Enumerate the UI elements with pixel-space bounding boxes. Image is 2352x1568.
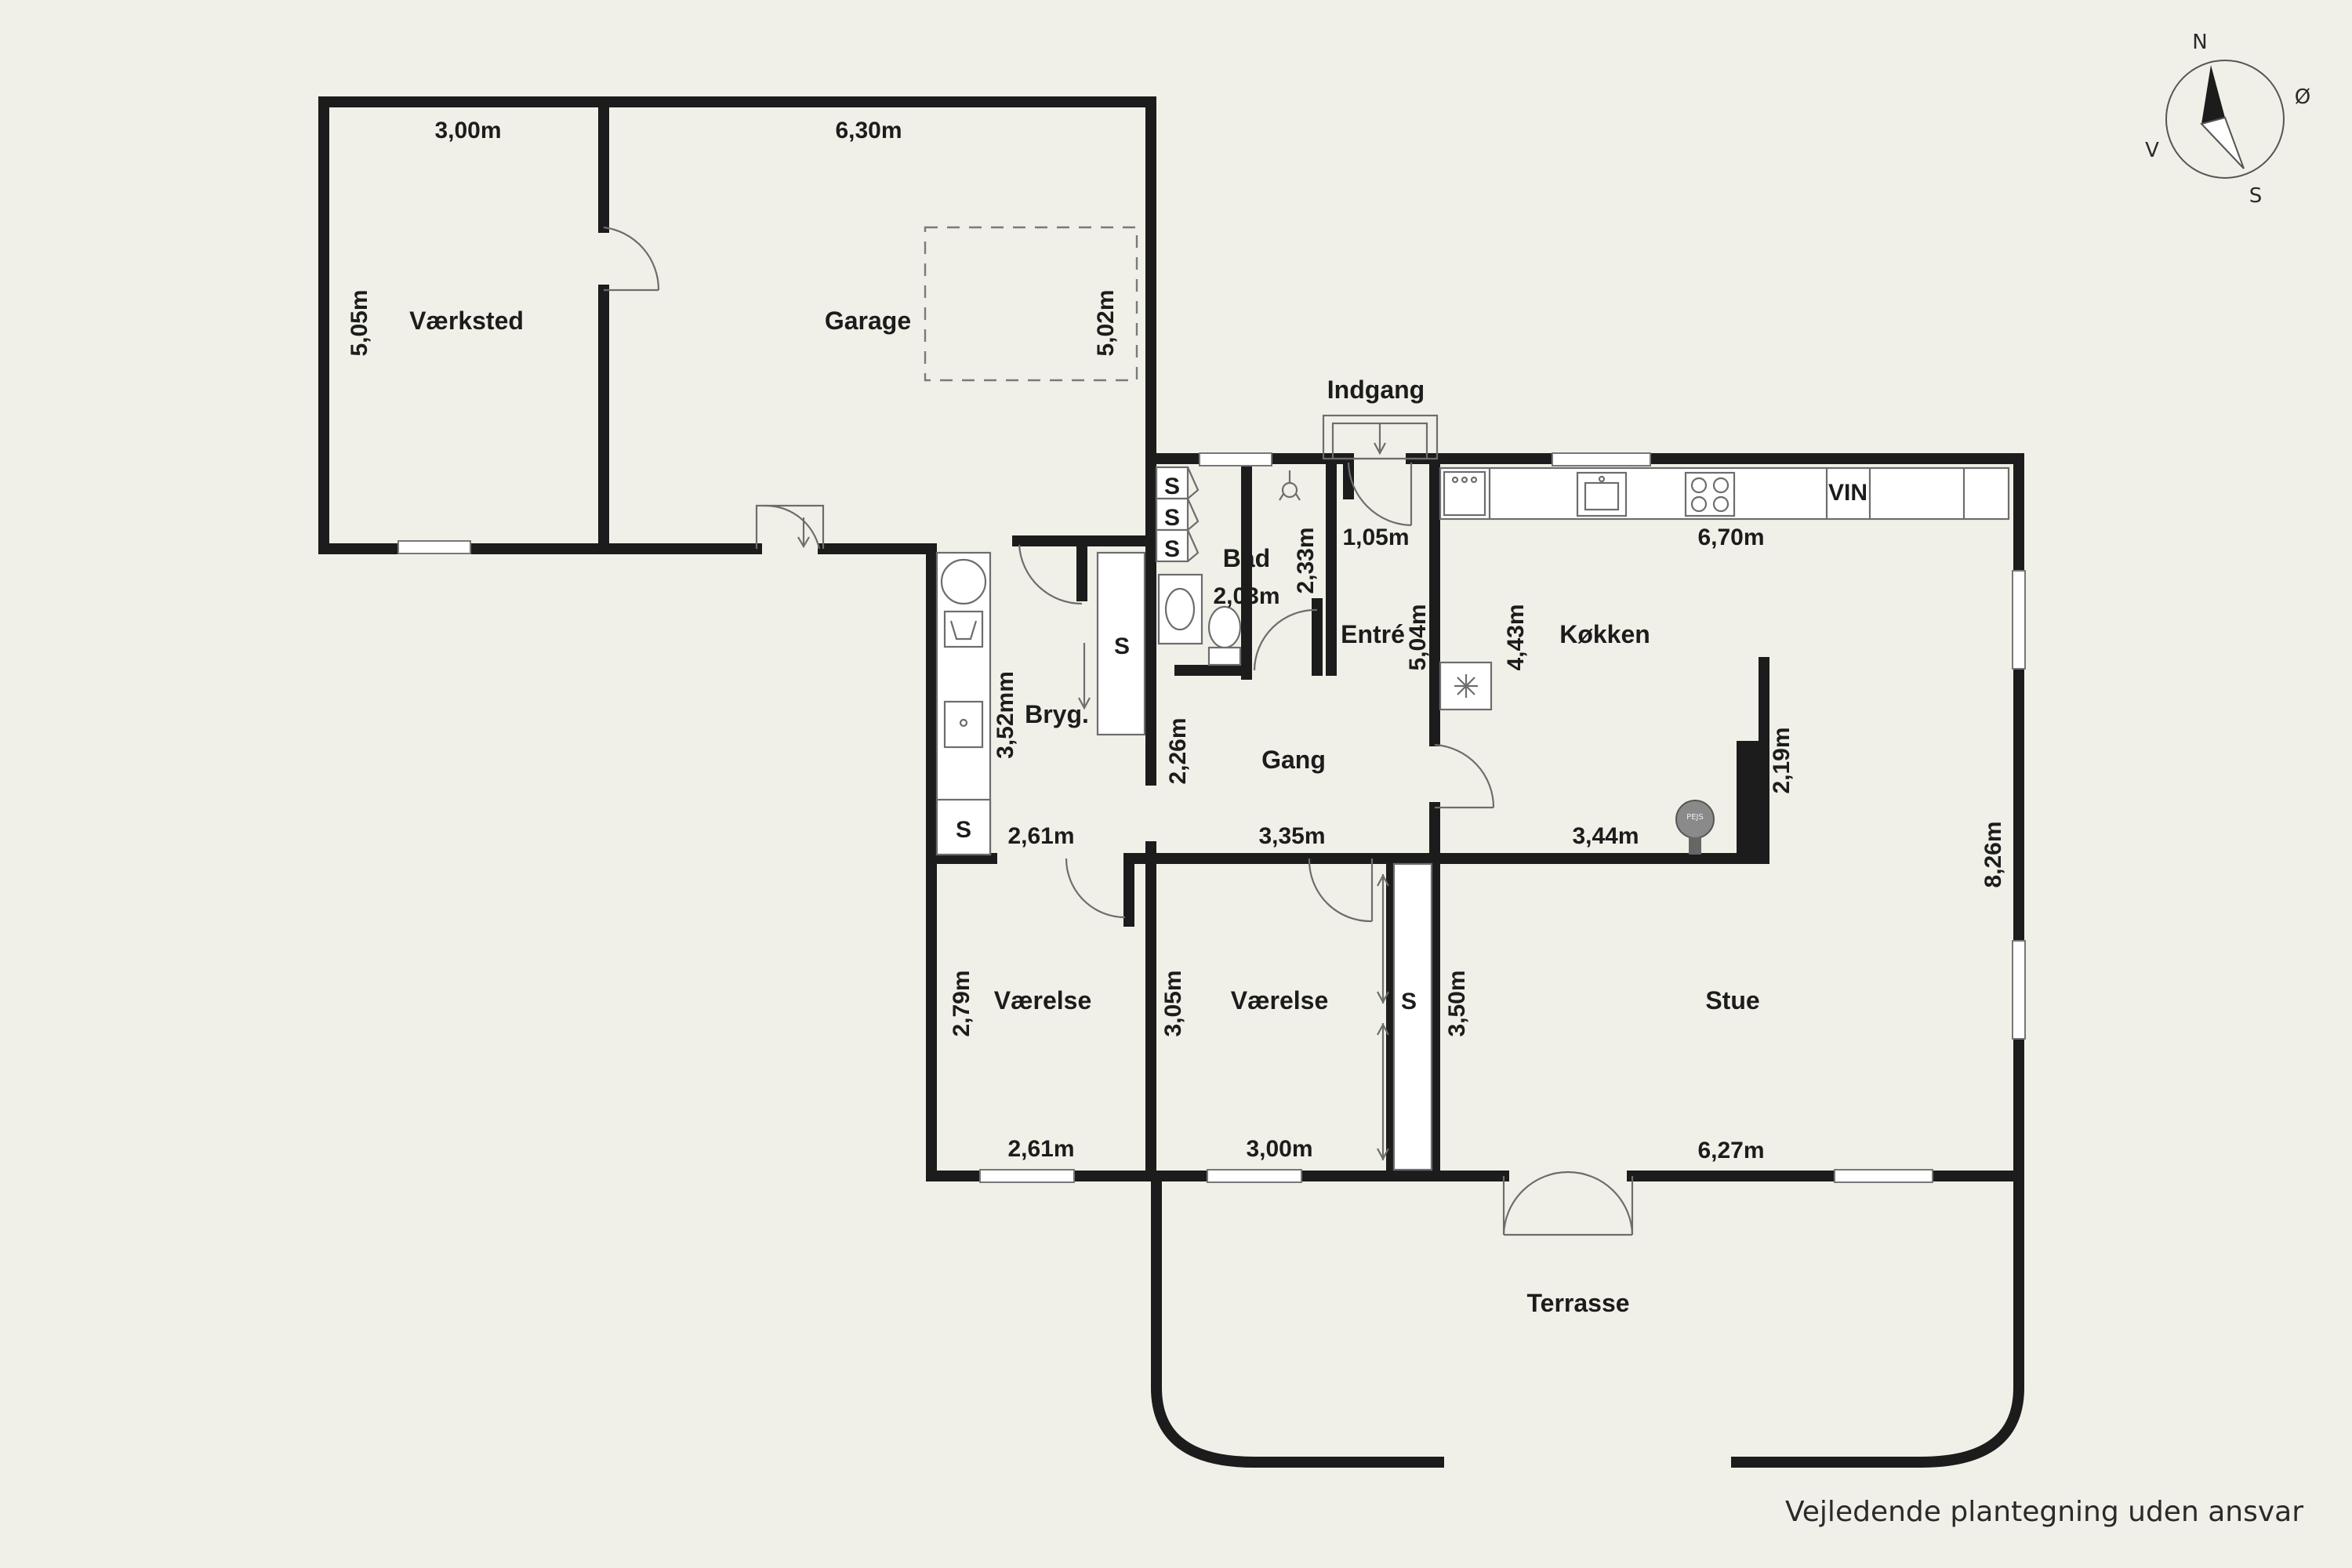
compass-needle-south — [2200, 116, 2245, 169]
dim-bad-height: 2,33m — [1293, 527, 1319, 593]
kitchen-sink-icon — [1576, 471, 1628, 517]
room-label-vaerksted: Værksted — [409, 307, 524, 335]
room-label-terrasse: Terrasse — [1526, 1289, 1629, 1317]
windows — [397, 452, 2026, 1183]
doors — [603, 226, 1634, 1236]
compass-east: Ø — [2295, 85, 2310, 109]
fixtures — [924, 226, 2010, 1171]
disclaimer: Vejledende plantegning uden ansvar — [1785, 1496, 2303, 1528]
wine-cabinet-label: VIN — [1828, 480, 1867, 506]
dishwasher-icon — [1443, 470, 1486, 517]
storage-label: S — [1164, 536, 1180, 562]
cooktop-icon — [1684, 471, 1736, 517]
fireplace-label: PEJS — [1686, 813, 1704, 822]
room-label-gang: Gang — [1261, 746, 1326, 774]
walls — [318, 96, 2024, 1468]
tumble-dryer-icon — [949, 620, 978, 641]
fireplace-chimney — [1737, 741, 1763, 858]
dim-vaerelse-1-height: 2,79m — [949, 970, 975, 1036]
dim-gang-height: 2,26m — [1165, 717, 1191, 784]
dim-koekken-height: 4,43m — [1503, 604, 1529, 670]
dim-entre-height: 5,04m — [1405, 604, 1431, 670]
dimension-labels: 3,00m 6,30m 5,05m 5,02m 1,05m 2,33m 2,03… — [347, 118, 2006, 1163]
dim-garage-height: 5,02m — [1093, 289, 1119, 356]
compass-north: N — [2192, 31, 2207, 54]
room-label-vaerelse-1: Værelse — [994, 986, 1092, 1014]
compass-south: S — [2249, 184, 2263, 208]
room-label-entre: Entré — [1341, 620, 1405, 648]
dim-vaerksted-height: 5,05m — [347, 289, 372, 356]
dim-gang-width: 3,35m — [1258, 823, 1325, 849]
dim-bad-width: 2,03m — [1213, 583, 1279, 609]
storage-label: S — [1164, 505, 1180, 531]
dim-house-height: 8,26m — [1980, 821, 2006, 887]
compass: N Ø S V — [2145, 31, 2310, 208]
storage-label: S — [1114, 633, 1130, 659]
dim-entre-width: 1,05m — [1342, 524, 1409, 550]
fixture-labels: S S S S S S VIN PEJS — [956, 474, 1867, 1014]
storage-label: S — [1401, 989, 1417, 1014]
room-label-bad: Bad — [1223, 544, 1270, 572]
room-label-koekken: Køkken — [1559, 620, 1650, 648]
dim-bryg-width: 2,61m — [1007, 823, 1074, 849]
room-labels: Værksted Garage Indgang Bad Entré Køkken… — [409, 307, 1760, 1317]
dim-stue-height: 3,50m — [1444, 970, 1470, 1036]
compass-needle-north — [2201, 65, 2225, 124]
dim-vaerelse-1-width: 2,61m — [1007, 1136, 1074, 1162]
storage-label: S — [1164, 474, 1180, 499]
dim-koekken-width: 6,70m — [1697, 524, 1764, 550]
dim-garage-width: 6,30m — [835, 118, 902, 143]
dim-vaerelse-2-width: 3,00m — [1246, 1136, 1312, 1162]
washing-machine-icon — [940, 558, 987, 605]
storage-label: S — [956, 817, 971, 843]
utility-sink-icon — [943, 700, 984, 749]
dim-vaerksted-width: 3,00m — [434, 118, 501, 143]
dim-koekken-bottom: 3,44m — [1572, 823, 1639, 849]
toilet-icon — [1207, 605, 1242, 649]
room-label-bryg: Bryg. — [1025, 700, 1089, 728]
dim-bryg-height: 3,52mm — [993, 671, 1018, 759]
dim-stue-width: 6,27m — [1697, 1138, 1764, 1163]
shower-icon — [1281, 481, 1298, 499]
dim-vaerelse-2-height: 3,05m — [1160, 970, 1186, 1036]
room-label-garage: Garage — [825, 307, 911, 335]
room-label-vaerelse-2: Værelse — [1231, 986, 1329, 1014]
room-label-indgang: Indgang — [1327, 376, 1425, 404]
dim-pejs-height: 2,19m — [1769, 727, 1795, 793]
compass-west: V — [2145, 139, 2159, 162]
room-label-stue: Stue — [1705, 986, 1759, 1014]
